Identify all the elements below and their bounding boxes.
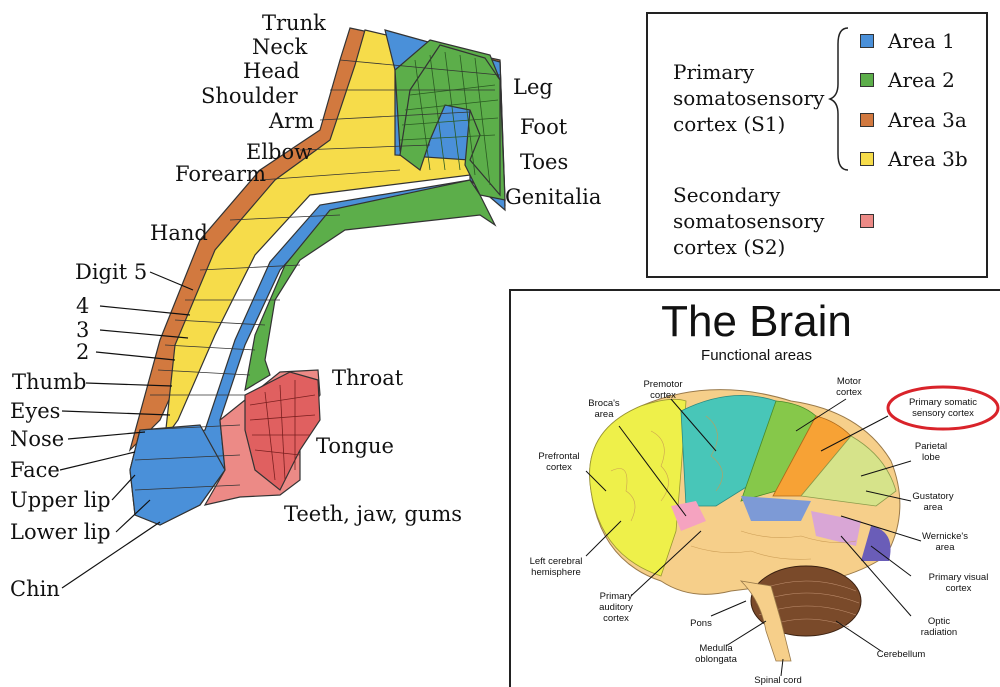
prefrontal-region [589,398,687,577]
label-cerebellum: Cerebellum [876,649,926,660]
legend-s1-line2: somatosensory [673,86,825,110]
brain-panel: The Brain Functional areas [509,289,1000,687]
label-thumb: Thumb [12,370,87,394]
label-hand: Hand [150,221,208,245]
label-teeth-jaw-gums: Teeth, jaw, gums [284,502,463,526]
label-foot: Foot [520,115,568,139]
label-toes: Toes [520,150,569,174]
label-leg: Leg [513,75,553,99]
label-upper-lip: Upper lip [10,488,111,512]
label-trunk: Trunk [262,11,326,35]
legend-s1-line3: cortex (S1) [673,112,786,136]
legend-swatch-s2 [860,214,874,228]
label-pons: Pons [690,618,712,629]
label-tongue: Tongue [316,434,394,458]
label-eyes: Eyes [10,399,61,423]
leg-hatching [399,51,499,186]
wernickes-region [811,511,861,546]
legend-area3a: Area 3a [888,108,967,132]
legend-area3b: Area 3b [888,147,968,171]
label-neck: Neck [252,35,308,59]
legend-swatch-area1 [860,34,874,48]
legend-area1: Area 1 [888,29,955,53]
label-digit5: Digit 5 [75,260,148,284]
label-face: Face [10,458,60,482]
gustatory-region [741,496,811,521]
legend-box: Primary somatosensory cortex (S1) Area 1… [646,12,988,278]
label-digit2: 2 [76,340,90,364]
label-arm: Arm [269,109,315,133]
label-head: Head [243,59,300,83]
homunculus-pointers [59,271,194,589]
label-shoulder: Shoulder [201,84,298,108]
legend-swatch-area3b [860,152,874,166]
legend-s1-line1: Primary [673,60,755,84]
legend-brace [828,27,849,171]
brain-illustration [585,385,1000,677]
brain-pointers [585,398,922,677]
brain-title: The Brain [661,297,852,346]
legend-swatch-area3a [860,113,874,127]
legend-s2-line2: somatosensory [673,209,825,233]
brocas-region [671,501,706,531]
brain-subtitle: Functional areas [701,347,812,364]
legend-area2: Area 2 [888,68,955,92]
visual-region [861,526,891,561]
legend-s2-line1: Secondary [673,183,781,207]
leg-foot-region [399,44,501,197]
label-nose: Nose [10,427,65,451]
label-forearm: Forearm [175,162,267,186]
label-digit4: 4 [76,294,90,318]
label-spinal-cord: Spinal cord [754,675,802,686]
face-region [129,424,226,526]
label-chin: Chin [10,577,60,601]
legend-swatch-area2 [860,73,874,87]
label-digit3: 3 [76,318,90,342]
label-elbow: Elbow [246,140,313,164]
label-lower-lip: Lower lip [10,520,111,544]
legend-s2-line3: cortex (S2) [673,235,786,259]
highlight-circle [886,385,1000,431]
tongue-hatching [249,380,316,481]
label-throat: Throat [332,366,404,390]
parietal-region [800,435,897,507]
segment-lines [134,59,501,491]
label-genitalia: Genitalia [505,185,602,209]
